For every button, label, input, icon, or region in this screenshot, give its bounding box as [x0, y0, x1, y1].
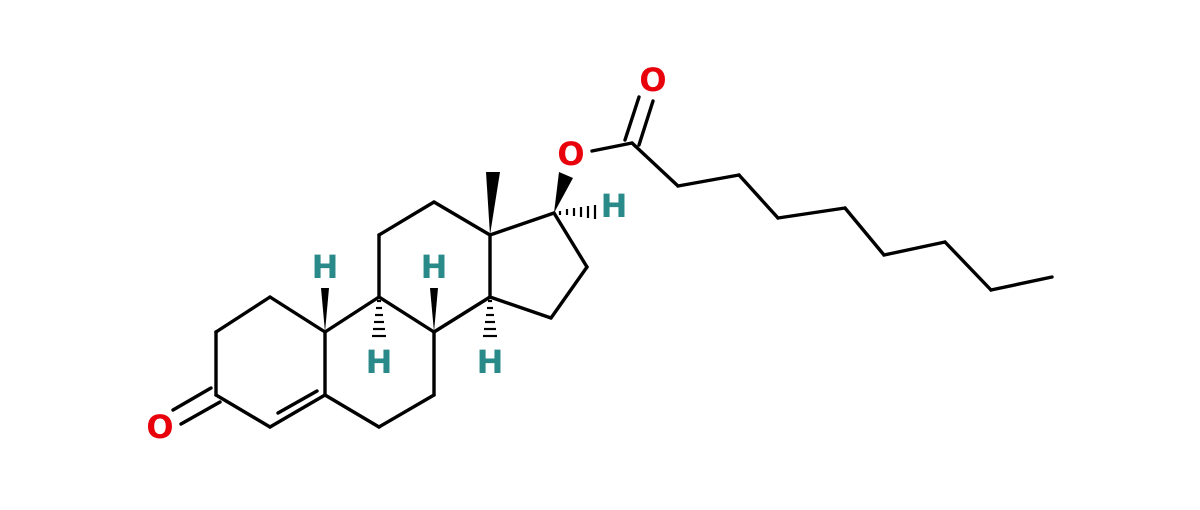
- bond-lines: [171, 95, 1054, 429]
- bond: [549, 265, 589, 320]
- methyl-wedge-bond: [486, 172, 500, 235]
- bond: [432, 200, 492, 237]
- bond: [214, 295, 272, 334]
- bond: [989, 275, 1054, 292]
- bond: [323, 295, 381, 334]
- bond: [590, 141, 634, 153]
- bond: [843, 206, 886, 257]
- bond: [676, 173, 741, 188]
- bond: [630, 141, 680, 188]
- atom-labels: O O O H H H H H: [146, 61, 666, 446]
- hash-bonds: [372, 205, 597, 338]
- bond: [432, 295, 492, 334]
- hydrogen-c9-label: H: [366, 343, 393, 381]
- bond: [214, 393, 272, 429]
- ester-oxygen-label: O: [557, 135, 584, 173]
- bond: [377, 200, 436, 237]
- hydrogen-c10-label: H: [312, 248, 339, 286]
- bond: [882, 240, 947, 257]
- ketone-oxygen-label: O: [146, 408, 173, 446]
- hydrogen-c8-label: H: [421, 248, 448, 286]
- bond: [776, 206, 847, 220]
- double-bond-inner: [276, 389, 319, 415]
- carbonyl-double-bond: [623, 95, 641, 142]
- h10-wedge-bond: [321, 288, 329, 332]
- bond: [377, 393, 436, 429]
- bond: [552, 211, 589, 269]
- ester-oxygen-wedge-bond: [554, 172, 573, 213]
- bond: [268, 295, 327, 334]
- bond: [377, 295, 436, 334]
- bond: [268, 393, 327, 429]
- ketone-double-bond: [179, 400, 222, 426]
- bond: [737, 173, 780, 220]
- bond: [488, 295, 553, 320]
- bond: [323, 393, 381, 429]
- hydrogen-c17-label: H: [601, 187, 628, 225]
- carbonyl-oxygen-label: O: [639, 61, 666, 99]
- bond: [488, 211, 556, 237]
- wedge-bonds: [321, 172, 573, 332]
- carbonyl-double-bond: [637, 99, 655, 147]
- h8-wedge-bond: [430, 288, 438, 332]
- ketone-double-bond: [171, 386, 213, 412]
- bond: [943, 240, 993, 292]
- hydrogen-c14-label: H: [477, 343, 504, 381]
